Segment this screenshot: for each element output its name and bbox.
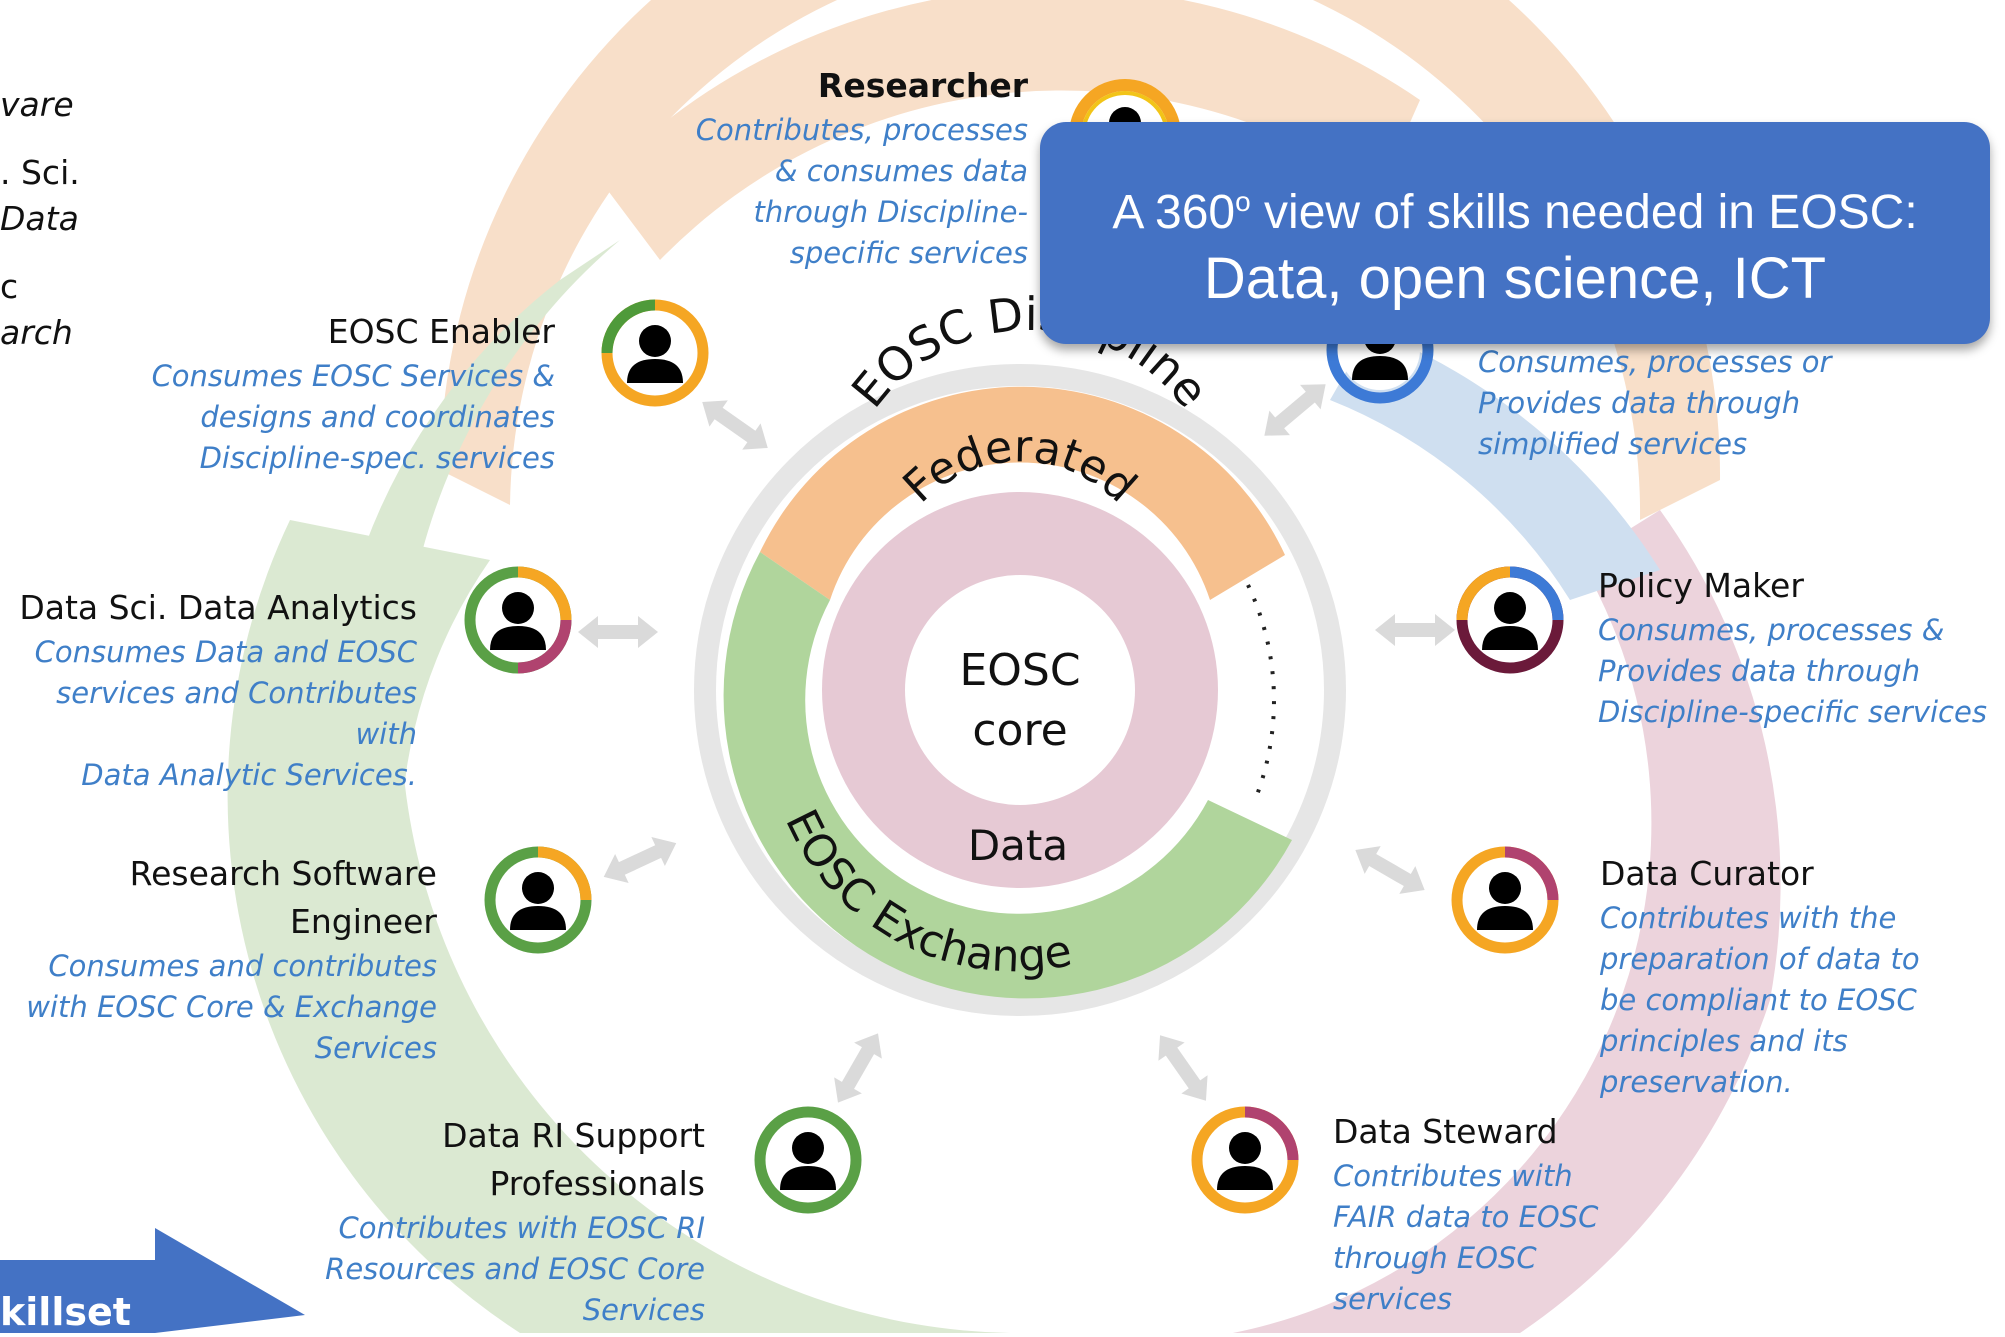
double-arrow-icon — [1375, 614, 1455, 646]
role-desc-line: be compliant to EOSC — [1600, 983, 1917, 1017]
skillset-label: killset — [0, 1290, 131, 1334]
discipline-segment — [760, 386, 1285, 600]
role-desc-line: Resources and EOSC Core — [325, 1252, 705, 1286]
edge-text: c — [0, 267, 19, 306]
role-desc-line: & consumes data — [774, 154, 1028, 188]
role-desc-line: Consumes and contributes — [48, 949, 437, 983]
role-desc-line: Contributes with the — [1600, 901, 1897, 935]
skillset-arrow — [0, 1228, 305, 1333]
role-desc-line: Consumes, processes & — [1598, 613, 1945, 647]
role-name: Data Curator — [1600, 854, 1814, 893]
policy-maker-icon — [1456, 566, 1564, 674]
edge-text: Data — [0, 199, 79, 238]
role-desc-line: Provides data through — [1598, 654, 1921, 688]
role-desc-line: Discipline-specific services — [1598, 695, 1987, 729]
callout-line1: A 360o view of skills needed in EOSC: — [1112, 186, 1918, 239]
callout-box: A 360o view of skills needed in EOSC: Da… — [1040, 122, 1990, 344]
role-desc-line: services — [1333, 1282, 1452, 1316]
role-desc-line: services and Contributes with — [56, 676, 417, 751]
edge-text: . Sci. — [0, 153, 80, 192]
band-green-inner — [227, 520, 1010, 1337]
double-arrow-icon — [1146, 1026, 1220, 1110]
role-data-steward: Data Steward Contributes with FAIR data … — [1333, 1108, 1673, 1320]
double-arrow-icon — [1254, 372, 1336, 448]
core-rings — [723, 386, 1292, 999]
role-desc-line: with EOSC Core & Exchange — [26, 990, 437, 1024]
role-desc-line: Services — [582, 1293, 705, 1327]
role-desc-line: Consumes Data and EOSC — [34, 635, 417, 669]
band-orange-top — [600, 0, 1420, 260]
eosc-enabler-icon — [601, 299, 709, 407]
role-name: Engineer — [290, 902, 437, 941]
data-curator-icon — [1451, 846, 1559, 954]
role-citizen: Consumes, processes or Provides data thr… — [1478, 342, 1898, 465]
role-desc-line: through EOSC — [1333, 1241, 1537, 1275]
role-name: Research Software — [129, 854, 437, 893]
role-desc-line: preparation of data to — [1600, 942, 1920, 976]
outer-bands — [227, 0, 1781, 1337]
role-desc-line: simplified services — [1478, 427, 1748, 461]
role-data-sci: Data Sci. Data Analytics Consumes Data a… — [0, 584, 417, 796]
core-center-line1: EOSC — [959, 645, 1080, 696]
data-steward-icon — [1191, 1106, 1299, 1214]
role-name: Professionals — [489, 1164, 705, 1203]
callout-line2: Data, open science, ICT — [1203, 246, 1827, 311]
role-desc-line: principles and its — [1600, 1024, 1848, 1058]
role-desc-line: Consumes, processes or — [1478, 345, 1832, 379]
role-researcher: Researcher Contributes, processes & cons… — [608, 62, 1028, 274]
role-policy-maker: Policy Maker Consumes, processes & Provi… — [1598, 562, 1998, 733]
role-desc-line: Data Analytic Services. — [81, 758, 417, 792]
data-sci-icon — [464, 566, 572, 674]
dotted-gap-arc — [1246, 584, 1276, 801]
role-eosc-enabler: EOSC Enabler Consumes EOSC Services & de… — [115, 308, 555, 479]
role-name: Data Sci. Data Analytics — [19, 588, 417, 627]
core-center-line2: core — [972, 705, 1067, 756]
role-name: Data Steward — [1333, 1112, 1558, 1151]
role-name: Policy Maker — [1598, 566, 1804, 605]
role-desc-line: designs and coordinates — [200, 400, 555, 434]
exchange-segment — [723, 552, 1292, 999]
role-name: EOSC Enabler — [327, 312, 555, 351]
grey-ring — [694, 364, 1346, 1016]
band-blue — [1330, 330, 1660, 600]
role-desc-line: through Discipline- — [753, 195, 1028, 229]
role-desc-line: Services — [314, 1031, 437, 1065]
edge-text: arch — [0, 313, 73, 352]
role-desc-line: Contributes with — [1333, 1159, 1573, 1193]
role-desc-line: Contributes, processes — [695, 113, 1028, 147]
role-desc-line: Consumes EOSC Services & — [151, 359, 555, 393]
edge-text: vare — [0, 85, 74, 124]
role-name: Data RI Support — [442, 1116, 705, 1155]
double-arrow-icon — [596, 828, 684, 892]
data-ri-support-icon — [754, 1106, 862, 1214]
double-arrow-icon — [824, 1025, 892, 1111]
role-data-curator: Data Curator Contributes with the prepar… — [1600, 850, 2000, 1103]
role-data-ri-support: Data RI Support Professionals Contribute… — [265, 1112, 705, 1331]
role-desc-line: specific services — [789, 236, 1028, 270]
band-pink — [1030, 510, 1781, 1337]
double-arrow-icon — [1347, 836, 1433, 904]
role-research-software-engineer: Research Software Engineer Consumes and … — [17, 850, 437, 1069]
role-desc-line: FAIR data to EOSC — [1333, 1200, 1599, 1234]
role-desc-line: preservation. — [1600, 1065, 1793, 1099]
double-arrow-icon — [693, 388, 777, 462]
band-green — [327, 240, 1010, 1333]
data-label: Data — [968, 821, 1068, 870]
role-desc-line: Contributes with EOSC RI — [338, 1211, 705, 1245]
role-desc-line: Provides data through — [1478, 386, 1801, 420]
double-arrow-icon — [578, 616, 658, 648]
core-center — [905, 575, 1135, 805]
role-name: Researcher — [817, 66, 1028, 105]
research-software-engineer-icon — [484, 846, 592, 954]
role-desc-line: Discipline-spec. services — [199, 441, 555, 475]
